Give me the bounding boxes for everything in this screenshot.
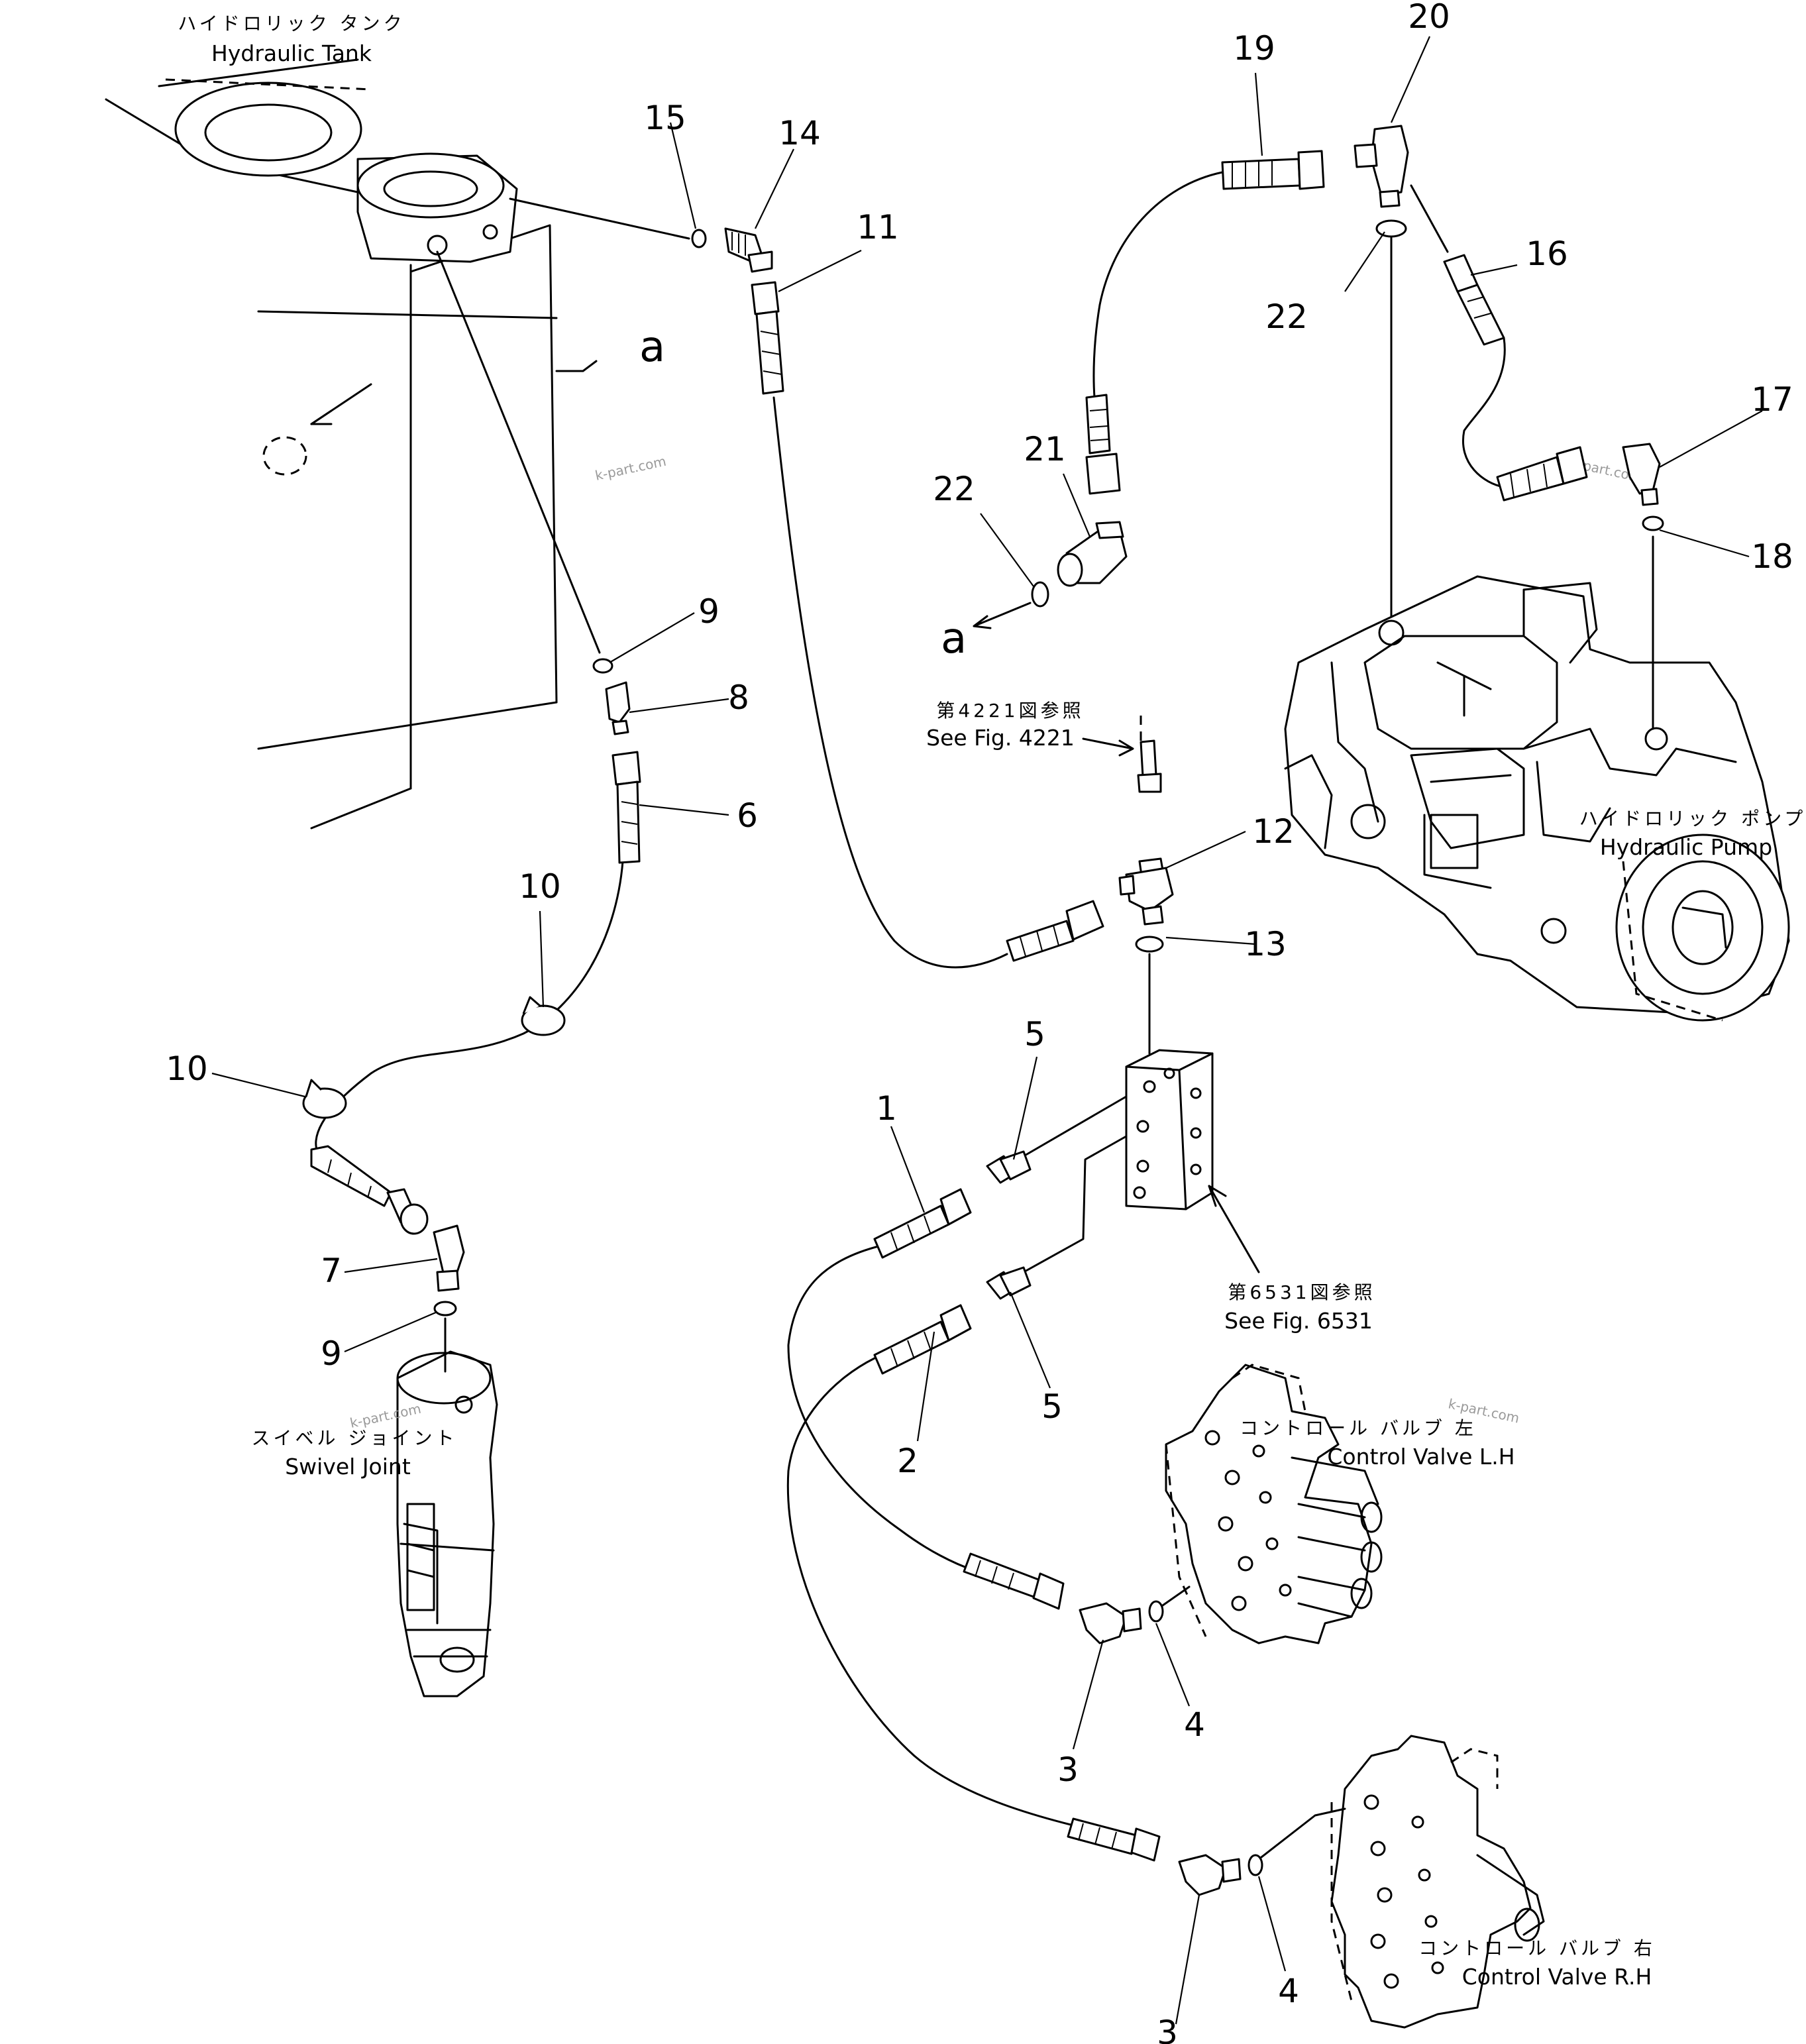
- part-number-3-upper: 3: [1057, 1750, 1079, 1789]
- watermark: k-part.com: [594, 453, 668, 484]
- part-21-hose: [1085, 394, 1121, 495]
- part-number-10-upper: 10: [519, 867, 561, 906]
- part-16-hose-upper: [1443, 254, 1505, 346]
- hydraulic-pump-label: Hydraulic Pump: [1600, 834, 1772, 860]
- part-8-fitting: [605, 681, 631, 735]
- part-16-hose-lower: [1496, 446, 1588, 502]
- manifold-block: [1125, 1049, 1260, 1273]
- part-18-o-ring: [1642, 515, 1664, 531]
- part-22-o-ring-lower: [1031, 581, 1049, 608]
- part-number-2: 2: [897, 1442, 918, 1480]
- part-number-7: 7: [321, 1252, 342, 1290]
- part-10-clamp-upper: [521, 996, 566, 1036]
- part-number-11: 11: [857, 208, 899, 246]
- part-number-13: 13: [1244, 925, 1287, 963]
- part-2-hose: [873, 1304, 972, 1375]
- control-valve-rh: [1330, 1735, 1545, 2029]
- part-22-o-ring-upper: [1375, 219, 1407, 238]
- part-number-22-upper: 22: [1265, 297, 1308, 336]
- see-fig-4221-label: See Fig. 4221: [926, 725, 1075, 751]
- part-11-hose: [751, 281, 784, 395]
- part-3-elbow-upper: [1079, 1602, 1142, 1644]
- part-12-hose: [1006, 900, 1104, 962]
- part-number-16: 16: [1526, 235, 1568, 273]
- part-number-19: 19: [1233, 29, 1275, 68]
- see-fig-4221-pipe: [1137, 716, 1162, 793]
- part-lh-hose-end: [963, 1552, 1065, 1610]
- control-valve-lh-label: Control Valve L.H: [1327, 1444, 1514, 1470]
- part-number-17: 17: [1751, 380, 1793, 419]
- part-7-elbow: [433, 1224, 465, 1292]
- part-number-10-lower: 10: [166, 1049, 208, 1088]
- part-14-elbow: [724, 227, 773, 273]
- part-number-6: 6: [737, 796, 758, 835]
- part-number-labels: 15 14 11 9 8 6 10 10 7 9 19 20 22 16 17 …: [166, 0, 1793, 2044]
- part-number-8: 8: [728, 678, 749, 717]
- part-9-o-ring-upper: [592, 658, 613, 674]
- part-13-o-ring: [1135, 936, 1164, 953]
- part-number-4-upper: 4: [1184, 1705, 1205, 1744]
- part-5-nipple-upper: [986, 1150, 1032, 1184]
- part-6-hose: [611, 751, 641, 864]
- part-5-nipple-lower: [986, 1266, 1032, 1300]
- see-fig-6531-label: See Fig. 6531: [1224, 1308, 1373, 1334]
- part-number-5-upper: 5: [1024, 1015, 1045, 1053]
- part-number-20: 20: [1408, 0, 1450, 36]
- elbow-connection-mark: a: [941, 614, 967, 663]
- control-valve-lh: [1165, 1364, 1383, 1644]
- part-swivel-hose: [310, 1145, 429, 1235]
- hydraulic-pump-label-jp: ハイドロリック ポンプ: [1579, 808, 1806, 830]
- control-valve-rh-label-jp: コントロール バルブ 右: [1418, 1937, 1656, 1959]
- see-fig-4221-arrow: [1082, 737, 1134, 757]
- part-number-15: 15: [644, 99, 686, 137]
- control-valve-lh-label-jp: コントロール バルブ 左: [1240, 1417, 1477, 1439]
- part-number-3-lower: 3: [1157, 2014, 1178, 2044]
- part-number-1: 1: [876, 1089, 897, 1128]
- hydraulic-tank-label: Hydraulic Tank: [211, 40, 372, 66]
- hydraulic-tank: [105, 58, 598, 830]
- swivel-joint-label: Swivel Joint: [285, 1454, 411, 1479]
- part-19-hose: [1221, 150, 1325, 190]
- part-number-9-upper: 9: [698, 592, 719, 631]
- part-10-clamp-lower: [302, 1079, 347, 1119]
- tank-connection-mark: a: [639, 323, 665, 372]
- part-9-o-ring-lower: [433, 1301, 457, 1317]
- part-4-o-ring-upper: [1148, 1600, 1164, 1623]
- swivel-joint: [396, 1350, 498, 1697]
- part-number-12: 12: [1252, 812, 1295, 851]
- part-number-18: 18: [1751, 537, 1793, 576]
- part-1-hose: [873, 1188, 972, 1259]
- part-20-elbow: [1354, 125, 1409, 208]
- part-number-5-lower: 5: [1041, 1387, 1063, 1426]
- part-3-elbow-lower: [1178, 1854, 1242, 1896]
- part-12-tee: [1118, 857, 1174, 926]
- part-21-elbow: [1057, 521, 1128, 587]
- part-15-o-ring: [691, 229, 707, 248]
- part-number-22-lower: 22: [933, 470, 975, 508]
- a-arrow: [973, 602, 1032, 629]
- part-number-9-lower: 9: [321, 1334, 342, 1373]
- see-fig-4221-label-jp: 第4221図参照: [936, 700, 1084, 722]
- part-17-elbow: [1622, 443, 1661, 506]
- part-number-14: 14: [778, 114, 821, 152]
- part-4-o-ring-lower: [1248, 1854, 1263, 1876]
- hydraulic-tank-label-jp: ハイドロリック タンク: [178, 13, 405, 34]
- hydraulic-pump: [1284, 575, 1790, 1022]
- see-fig-6531-label-jp: 第6531図参照: [1228, 1281, 1375, 1303]
- swivel-joint-label-jp: スイベル ジョイント: [252, 1427, 458, 1449]
- part-number-21: 21: [1024, 430, 1066, 468]
- leader-lines: [211, 36, 1763, 2025]
- control-valve-rh-label: Control Valve R.H: [1462, 1964, 1652, 1990]
- part-number-4-lower: 4: [1278, 1972, 1299, 2010]
- part-rh-hose-end: [1067, 1817, 1161, 1862]
